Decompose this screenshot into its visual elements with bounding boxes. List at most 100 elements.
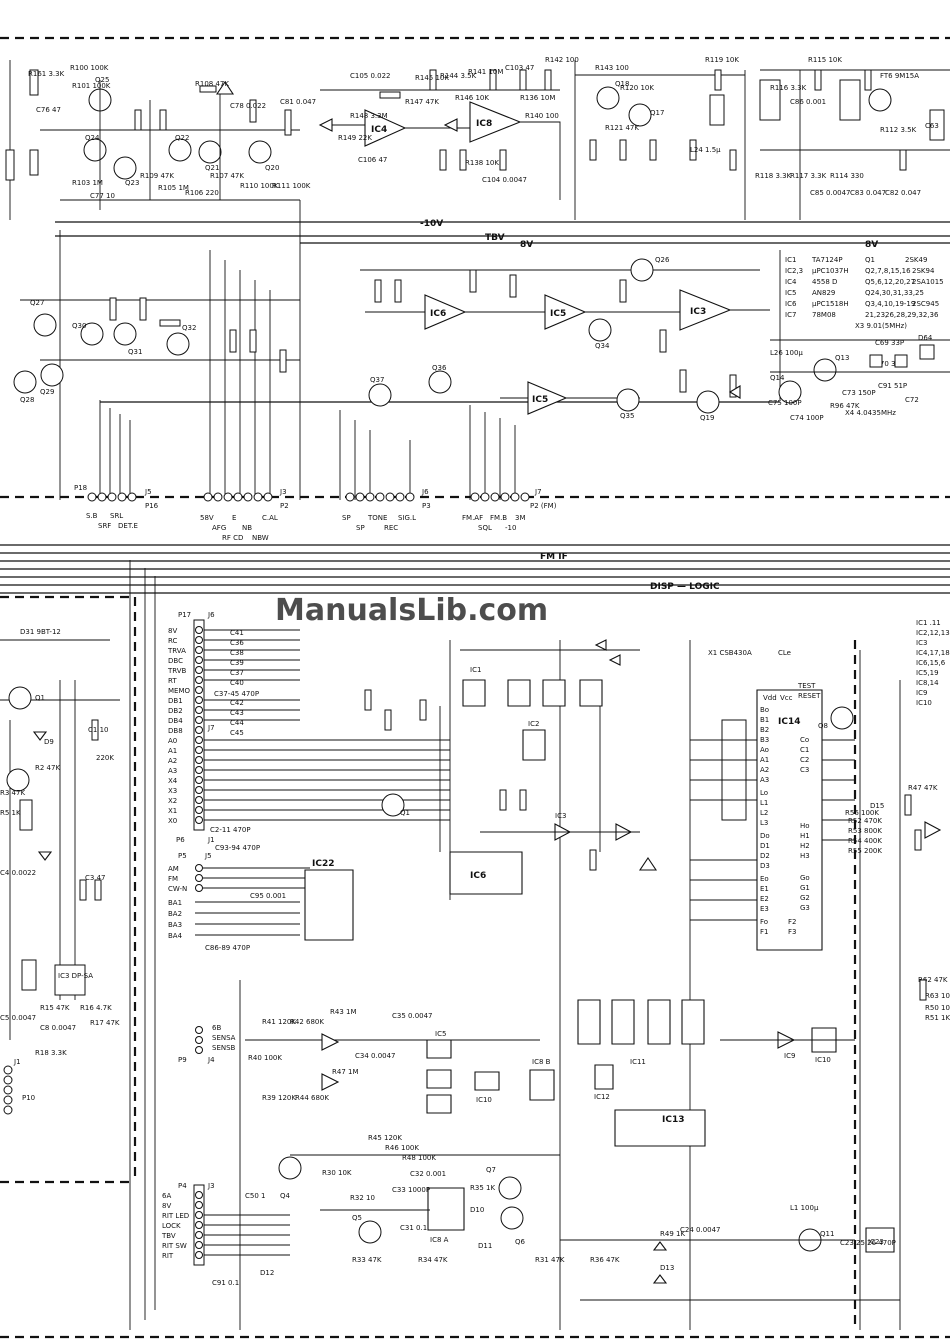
pin-6a: 6A <box>162 1192 171 1200</box>
lbl-q17: Q17 <box>650 109 664 117</box>
ic14-pin-e3: E3 <box>760 905 769 913</box>
pin-a3: A3 <box>168 767 177 775</box>
ic14-pin-c1: C1 <box>800 746 809 754</box>
pin-j3-1: AFG <box>212 524 226 532</box>
lbl-q8: Q8 <box>818 722 828 730</box>
pin-x1: X1 <box>168 807 177 815</box>
lbl-c77: C77 10 <box>90 192 115 200</box>
legend-r3c1: AN829 <box>812 289 835 297</box>
lbl-r141: R141 10M <box>468 68 503 76</box>
lbl-c24: D12 <box>260 1269 274 1277</box>
pin-j5-0: S.B <box>86 512 98 520</box>
re-19: R63 100K <box>925 992 950 1000</box>
ic14-pin-f2: F2 <box>788 918 796 926</box>
ic14-pin-vdd: Vdd <box>763 694 777 702</box>
ic14-pin-b1: B1 <box>760 716 769 724</box>
lbl-x4: X4 4.0435MHz <box>845 409 896 417</box>
lbl-c3: C3 47 <box>85 874 105 882</box>
lbl-ic3dp: IC3 DP-SA <box>58 972 93 980</box>
rail-labels: -10V TBV 8V 8V FM IF DISP — LOGIC <box>420 219 878 592</box>
ic14-pin-g2: G2 <box>800 894 810 902</box>
rail-8v-right: 8V <box>865 240 878 250</box>
pin-j7-0: FM.AF <box>462 514 483 522</box>
pin-j6-3: REC <box>384 524 398 532</box>
ic8-label: IC8 <box>476 119 492 129</box>
ic12-label: IC12 <box>594 1093 610 1101</box>
lbl-c93: C93-94 470P <box>215 844 260 852</box>
connector-j7: J7 P2 (FM) FM.AF SQL FM.B -10 3M <box>462 488 557 532</box>
lbl-c37: C37 <box>230 669 244 677</box>
ic14-pin-g0: Go <box>800 874 810 882</box>
ic1-label: IC1 <box>470 666 481 674</box>
ic10-label: IC10 <box>476 1096 492 1104</box>
lbl-r101: R101 100K <box>72 82 111 90</box>
ic14-pin-a1: A1 <box>760 756 769 764</box>
lbl-c82: C82 0.047 <box>885 189 921 197</box>
legend-r1c2: Q2,7,8,15,16 <box>865 267 911 275</box>
legend-r5c1: 78M08 <box>812 311 836 319</box>
ic14-pin-h2: H2 <box>800 842 810 850</box>
pin-ba1: BA1 <box>168 899 182 907</box>
lbl-r143: R143 100 <box>595 64 629 72</box>
ic14-pin-g1: G1 <box>800 884 810 892</box>
lbl-r144: R144 3.5K <box>440 72 477 80</box>
lbl-p16: P16 <box>145 502 159 510</box>
pin-db2: DB2 <box>168 707 183 715</box>
ic14-pin-l3: L3 <box>760 819 768 827</box>
pin-a0: A0 <box>168 737 177 745</box>
legend-r4c0: IC6 <box>785 300 797 308</box>
re-3: IC4,17,18 <box>916 649 950 657</box>
lbl-c43: C43 <box>230 709 244 717</box>
pin-a1: A1 <box>168 747 177 755</box>
re-8: IC10 <box>916 699 932 707</box>
re-0: IC1 .11 <box>916 619 941 627</box>
pin-x4: X4 <box>168 777 178 785</box>
lbl-q25: Q25 <box>95 76 109 84</box>
lbl-q18: Q18 <box>615 80 629 88</box>
lbl-c103: C103 47 <box>505 64 534 72</box>
re-14: R56 100K <box>845 809 879 817</box>
re-12: R54 400K <box>848 837 882 845</box>
pin-j7-4: 3M <box>515 514 526 522</box>
re-5: IC5,19 <box>916 669 939 677</box>
lbl-q32: Q32 <box>182 324 196 332</box>
lbl-x3: X3 9.01(5MHz) <box>855 322 907 330</box>
lbl-p17: P17 <box>178 611 191 619</box>
pin-x2: X2 <box>168 797 177 805</box>
lbl-r100: R100 100K <box>70 64 109 72</box>
ic14-pin-test: TEST <box>797 682 816 690</box>
re-1: IC2,12,13 <box>916 629 950 637</box>
lbl-r48: R48 100K <box>402 1154 436 1162</box>
legend-r0c1: TA7124P <box>811 256 843 264</box>
lbl-q4: Q4 <box>280 1192 291 1200</box>
lbl-d9: D9 <box>44 738 54 746</box>
pin-fm: FM <box>168 875 178 883</box>
lbl-c95: C95 0.001 <box>250 892 286 900</box>
ic14-pin-d0: Do <box>760 832 770 840</box>
re-6: IC8,14 <box>916 679 939 687</box>
lbl-p4: P4 <box>178 1182 187 1190</box>
lbl-c2-11: C2-11 470P <box>210 826 251 834</box>
legend-r2c0: IC4 <box>785 278 797 286</box>
display-board: D31 9BT-12 D9 C1 10 220K R2 47K R3 47K R… <box>0 628 120 1115</box>
legend-r1c1: μPC1037H <box>812 267 849 275</box>
ic11-label: IC11 <box>630 1058 646 1066</box>
lbl-c36: C36 <box>230 639 244 647</box>
legend-r0c2: Q1 <box>865 256 875 264</box>
lbl-c23-26: C50 1 <box>245 1192 265 1200</box>
lbl-c37-45: C37-45 470P <box>214 690 259 698</box>
lbl-q1b: Q1 <box>400 809 410 817</box>
pin-8v-b: 8V <box>162 1202 171 1210</box>
ic14-pin-vcc: Vcc <box>780 694 793 702</box>
lbl-q28: Q28 <box>20 396 34 404</box>
lbl-q1: Q1 <box>35 694 45 702</box>
legend-r5c3: 26,28,29,32,36 <box>885 311 939 319</box>
re-9: R47 47K <box>908 784 938 792</box>
lbl-r161: R161 3.3K <box>28 70 65 78</box>
lbl-r111: R111 100K <box>272 182 311 190</box>
pin-8v: 8V <box>168 627 177 635</box>
lbl-p6: P6 <box>176 836 185 844</box>
legend-r3c2: Q24,30,31,33,25 <box>865 289 924 297</box>
pin-x0: X0 <box>168 817 177 825</box>
re-4: IC6,15,6 <box>916 659 946 667</box>
